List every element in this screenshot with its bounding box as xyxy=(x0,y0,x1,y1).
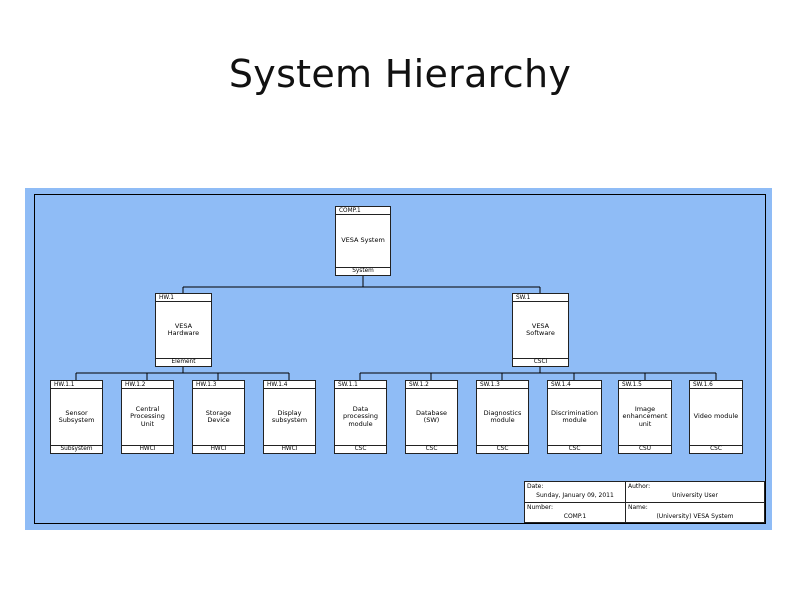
date-label: Date: xyxy=(527,483,544,490)
node-label: Display subsystem xyxy=(271,408,308,424)
node-type: HWCI xyxy=(122,445,173,453)
node-id: HW.1.1 xyxy=(51,381,102,389)
node-hw-1-2[interactable]: HW.1.2 Central Processing Unit HWCI xyxy=(121,380,174,454)
node-sw-1-4[interactable]: SW.1.4 Discrimination module CSC xyxy=(547,380,602,454)
title-block-author-cell: Author: University User xyxy=(626,482,764,503)
node-label: Discrimination module xyxy=(551,408,598,424)
node-id: HW.1 xyxy=(156,294,211,302)
number-label: Number: xyxy=(527,504,554,511)
title-block-date-cell: Date: Sunday, January 09, 2011 xyxy=(525,482,626,503)
date-value: Sunday, January 09, 2011 xyxy=(536,492,614,499)
node-sw-1-1[interactable]: SW.1.1 Data processing module CSC xyxy=(334,380,387,454)
node-id: HW.1.4 xyxy=(264,381,315,389)
node-id: SW.1.5 xyxy=(619,381,671,389)
node-type: Element xyxy=(156,358,211,366)
node-type: CSCI xyxy=(513,358,568,366)
node-type: System xyxy=(336,267,390,275)
node-type: HWCI xyxy=(193,445,244,453)
node-label: Storage Device xyxy=(205,408,232,424)
title-block: Date: Sunday, January 09, 2011 Author: U… xyxy=(524,481,765,523)
node-id: SW.1.2 xyxy=(406,381,457,389)
node-id: SW.1.6 xyxy=(690,381,742,389)
title-block-number-cell: Number: COMP.1 xyxy=(525,503,626,522)
node-type: Subsystem xyxy=(51,445,102,453)
node-id: SW.1.3 xyxy=(477,381,528,389)
node-root[interactable]: COMP.1 VESA System System xyxy=(335,206,391,276)
node-label: Database (SW) xyxy=(415,408,447,424)
node-label: VESA Software xyxy=(526,321,555,337)
node-type: CSC xyxy=(548,445,601,453)
node-label: Diagnostics module xyxy=(483,408,522,424)
node-id: HW.1.2 xyxy=(122,381,173,389)
node-type: CSC xyxy=(477,445,528,453)
node-sw-1-3[interactable]: SW.1.3 Diagnostics module CSC xyxy=(476,380,529,454)
node-label: Data processing module xyxy=(342,404,379,428)
node-label: Image enhancement unit xyxy=(622,404,668,428)
name-label: Name: xyxy=(628,504,648,511)
node-label: Sensor Subsystem xyxy=(58,408,95,424)
node-label: Central Processing Unit xyxy=(130,404,165,428)
node-hw-1[interactable]: HW.1 VESA Hardware Element xyxy=(155,293,212,367)
node-id: COMP.1 xyxy=(336,207,390,215)
diagram-panel xyxy=(25,188,772,530)
node-hw-1-3[interactable]: HW.1.3 Storage Device HWCI xyxy=(192,380,245,454)
node-label: Video module xyxy=(693,412,739,421)
node-type: CSU xyxy=(619,445,671,453)
node-label: VESA System xyxy=(341,236,385,245)
node-sw-1-5[interactable]: SW.1.5 Image enhancement unit CSU xyxy=(618,380,672,454)
page-title: System Hierarchy xyxy=(228,52,572,96)
node-type: HWCI xyxy=(264,445,315,453)
node-sw-1-2[interactable]: SW.1.2 Database (SW) CSC xyxy=(405,380,458,454)
node-sw-1-6[interactable]: SW.1.6 Video module CSC xyxy=(689,380,743,454)
node-hw-1-1[interactable]: HW.1.1 Sensor Subsystem Subsystem xyxy=(50,380,103,454)
title-block-name-cell: Name: (University) VESA System xyxy=(626,503,764,522)
node-id: SW.1 xyxy=(513,294,568,302)
name-value: (University) VESA System xyxy=(656,513,734,520)
node-type: CSC xyxy=(406,445,457,453)
node-id: SW.1.1 xyxy=(335,381,386,389)
diagram-frame xyxy=(34,194,766,524)
author-value: University User xyxy=(672,492,718,499)
number-value: COMP.1 xyxy=(563,513,587,520)
node-id: HW.1.3 xyxy=(193,381,244,389)
node-id: SW.1.4 xyxy=(548,381,601,389)
node-type: CSC xyxy=(690,445,742,453)
node-hw-1-4[interactable]: HW.1.4 Display subsystem HWCI xyxy=(263,380,316,454)
node-sw-1[interactable]: SW.1 VESA Software CSCI xyxy=(512,293,569,367)
author-label: Author: xyxy=(628,483,651,490)
node-label: VESA Hardware xyxy=(167,321,200,337)
node-type: CSC xyxy=(335,445,386,453)
